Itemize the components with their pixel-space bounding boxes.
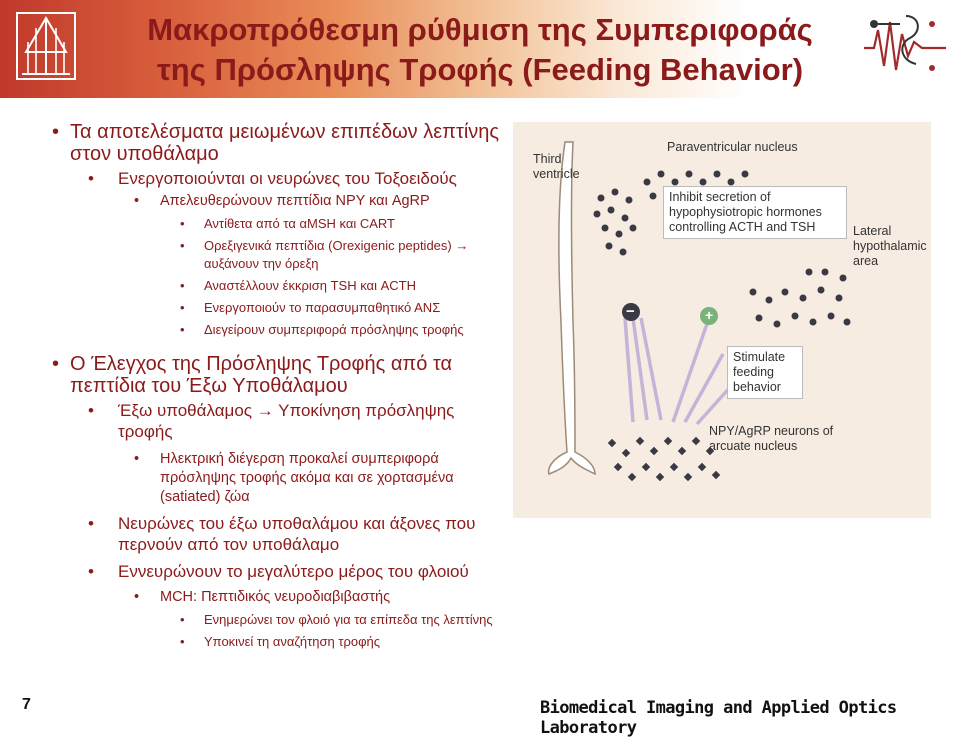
bullet-text: Ηλεκτρική διέγερση προκαλεί συμπεριφορά …	[160, 451, 454, 505]
bullet-item: •Ενεργοποιούνται οι νευρώνες του Τοξοειδ…	[88, 169, 457, 188]
bullet-text: Ο Έλεγχος της Πρόσληψης Τροφής από τα πε…	[70, 353, 453, 397]
bullet-list: •Τα αποτελέσματα μειωμένων επιπέδων λεπτ…	[48, 118, 510, 651]
bullet-text: Απελευθερώνουν πεπτίδια NPY και AgRP	[160, 193, 430, 209]
lateral-hypothalamic-dots	[749, 268, 851, 328]
bullet-item: •Ορεξιγενικά πεπτίδια (Orexigenic peptid…	[180, 238, 469, 271]
npy-agrp-label: NPY/AgRP neurons of arcuate nucleus	[709, 424, 834, 453]
bullet-item: •Νευρώνες του έξω υποθαλάμου και άξονες …	[88, 514, 476, 554]
bullet-text: Ενεργοποιούν το παρασυμπαθητικό ΑΝΣ	[204, 300, 441, 315]
bullet-text: Αναστέλλουν έκκριση TSH και ACTH	[204, 278, 416, 293]
lab-signal-logo-icon	[864, 15, 946, 71]
bullet-item: •Ηλεκτρική διέγερση προκαλεί συμπεριφορά…	[134, 451, 454, 505]
bullet-item: •Έξω υποθάλαμος → Υποκίνηση πρόσληψης τρ…	[88, 401, 455, 441]
bullet-text: MCH: Πεπτιδικός νευροδιαβιβαστής	[160, 589, 391, 605]
page-number: 7	[22, 696, 31, 713]
bullet-text: Υποκινεί τη αναζήτηση τροφής	[204, 634, 381, 649]
bullet-text: Ορεξιγενικά πεπτίδια (Orexigenic peptide…	[204, 238, 469, 271]
header-banner	[0, 0, 960, 98]
bullet-item: •Διεγείρουν συμπεριφορά πρόσληψης τροφής	[180, 322, 464, 337]
bullet-item: •Απελευθερώνουν πεπτίδια NPY και AgRP	[134, 193, 430, 209]
bullet-text: Τα αποτελέσματα μειωμένων επιπέδων λεπτί…	[70, 121, 500, 165]
bullet-text: Διεγείρουν συμπεριφορά πρόσληψης τροφής	[204, 322, 464, 337]
diagram-drawing	[547, 141, 851, 482]
arcuate-nucleus-diamonds	[607, 436, 721, 482]
arrow-group-inhibit	[623, 317, 663, 423]
lab-name: Biomedical Imaging and Applied Optics La…	[540, 698, 897, 738]
stimulate-feeding-box: Stimulate feeding behavior	[727, 346, 803, 399]
title-line-2: της Πρόσληψης Τροφής (Feeding Behavior)	[156, 52, 804, 87]
bullet-text: Ενεργοποιούνται οι νευρώνες του Τοξοειδο…	[118, 169, 457, 188]
minus-circle-icon	[622, 303, 640, 321]
third-ventricle-label: Third ventricle	[533, 152, 580, 181]
bullet-item: •Τα αποτελέσματα μειωμένων επιπέδων λεπτ…	[52, 121, 500, 165]
plus-circle-icon	[700, 307, 718, 325]
bullet-item: •Εννευρώνουν το μεγαλύτερο μέρος του φλο…	[88, 562, 469, 581]
page-title: Μακροπρόθεσμη ρύθμιση της Συμπεριφοράς τ…	[110, 10, 850, 90]
bullet-item: •MCH: Πεπτιδικός νευροδιαβιβαστής	[134, 589, 391, 605]
bullet-item: •Ενημερώνει τον φλοιό για τα επίπεδα της…	[180, 612, 493, 627]
university-tree-logo-icon	[16, 12, 76, 80]
bullet-text: Ενημερώνει τον φλοιό για τα επίπεδα της …	[204, 612, 493, 627]
bullet-item: •Αντίθετα από τα αMSH και CART	[180, 216, 395, 231]
bullet-item: •Ο Έλεγχος της Πρόσληψης Τροφής από τα π…	[52, 353, 453, 397]
inhibit-secretion-box: Inhibit secretion of hypophysiotropic ho…	[663, 186, 847, 239]
bullet-item: •Αναστέλλουν έκκριση TSH και ACTH	[180, 278, 416, 293]
hypothalamus-diagram: − + Third ventricle Paraventricular nucl…	[513, 122, 931, 518]
bullet-text: Αντίθετα από τα αMSH και CART	[204, 216, 395, 231]
bullet-item: •Υποκινεί τη αναζήτηση τροφής	[180, 634, 381, 649]
bullet-item: •Ενεργοποιούν το παρασυμπαθητικό ΑΝΣ	[180, 300, 441, 315]
bullet-text: Εννευρώνουν το μεγαλύτερο μέρος του φλοι…	[118, 562, 469, 581]
paraventricular-label: Paraventricular nucleus	[667, 140, 798, 154]
arrow-group-stimulate	[671, 317, 735, 426]
title-line-1: Μακροπρόθεσμη ρύθμιση της Συμπεριφοράς	[147, 12, 813, 47]
bullet-text: Νευρώνες του έξω υποθαλάμου και άξονες π…	[118, 514, 476, 554]
lateral-hypothalamic-label: Lateral hypothalamic area	[853, 224, 927, 268]
third-ventricle-shape	[547, 141, 596, 476]
bullet-text: Έξω υποθάλαμος → Υποκίνηση πρόσληψης τρο…	[118, 401, 455, 441]
